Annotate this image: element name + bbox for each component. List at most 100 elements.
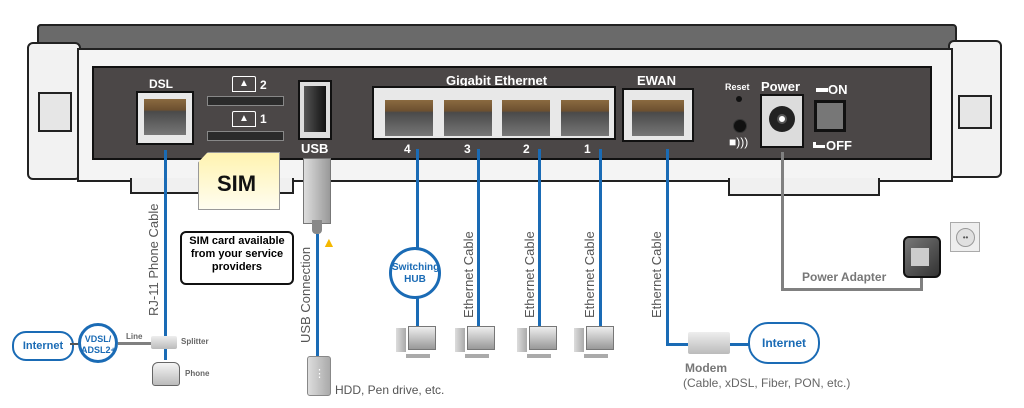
dsl-cable-label: RJ-11 Phone Cable xyxy=(146,203,161,317)
wps-button[interactable] xyxy=(733,119,747,133)
dsl-jack xyxy=(144,99,186,135)
sim-callout-line-1: SIM card available xyxy=(189,235,285,247)
usb-port-inner xyxy=(304,86,326,132)
sim-card xyxy=(198,152,280,210)
power-adapter-label: Power Adapter xyxy=(802,270,887,284)
wall-outlet-socket: •• xyxy=(956,228,975,247)
ewan-jack xyxy=(632,100,684,136)
on-label: ON xyxy=(828,82,848,97)
lan-1-cable-label: Ethernet Cable xyxy=(582,231,597,318)
sim-card-label: SIM xyxy=(217,171,257,196)
lan-2-cable-label: Ethernet Cable xyxy=(522,231,537,318)
sim-slot-1-label: 1 xyxy=(260,112,267,126)
computer-monitor xyxy=(408,326,436,350)
ewan-label: EWAN xyxy=(637,73,676,88)
sim-callout-line-3: providers xyxy=(211,261,263,273)
modem-types-label: (Cable, xDSL, Fiber, PON, etc.) xyxy=(683,376,851,390)
ewan-cable-vertical xyxy=(666,149,669,346)
sim-slot-2-opening xyxy=(207,96,284,106)
wan-internet-cloud: Internet xyxy=(748,322,820,364)
usb-port[interactable] xyxy=(298,80,332,140)
dsl-internet-label: Internet xyxy=(22,340,64,352)
phone-label: Phone xyxy=(185,369,210,378)
computer-icon xyxy=(396,326,436,360)
lan-4-cable xyxy=(416,149,419,331)
lan-port-4-label: 4 xyxy=(404,142,411,156)
power-jack-socket xyxy=(769,106,795,132)
usb-label: USB xyxy=(301,141,329,156)
dsl-port[interactable] xyxy=(136,91,194,145)
off-icon xyxy=(813,142,825,148)
usb-plug-boot xyxy=(312,220,322,234)
lan-port-1[interactable] xyxy=(561,100,609,136)
switching-hub: Switching HUB xyxy=(389,247,441,299)
router-top xyxy=(37,24,957,52)
reset-button[interactable] xyxy=(736,96,742,102)
lan-3-cable-label: Ethernet Cable xyxy=(461,231,476,318)
splitter xyxy=(151,336,177,349)
power-switch[interactable] xyxy=(814,100,846,132)
computer-monitor xyxy=(529,326,557,350)
sim-eject-icon: ▲ xyxy=(232,111,256,127)
power-adapter-face xyxy=(911,248,929,266)
wall-outlet: •• xyxy=(950,222,980,252)
lan-port-1-label: 1 xyxy=(584,142,591,156)
power-cable-horizontal xyxy=(781,288,923,291)
computer-keyboard xyxy=(584,354,608,358)
phone-icon xyxy=(152,362,180,386)
router-left-wing-step xyxy=(38,92,72,132)
dsl-internet-cloud: Internet xyxy=(12,331,74,361)
lan-port-3[interactable] xyxy=(444,100,492,136)
router-right-wing-step xyxy=(958,95,992,129)
lan-3-cable xyxy=(477,149,480,331)
line-label: Line xyxy=(126,332,143,341)
lan-port-3-label: 3 xyxy=(464,142,471,156)
power-jack-pin xyxy=(777,114,787,124)
computer-keyboard xyxy=(465,354,489,358)
computer-tower xyxy=(517,328,527,352)
hub-label-2: HUB xyxy=(404,274,426,285)
modem-label: Modem xyxy=(685,361,727,375)
ewan-port[interactable] xyxy=(622,88,694,142)
vdsl-label-2: ADSL2+ xyxy=(81,345,116,355)
computer-keyboard xyxy=(527,354,551,358)
gigabit-ethernet-label: Gigabit Ethernet xyxy=(446,73,548,88)
router-foot xyxy=(728,178,880,196)
usb-device-label: HDD, Pen drive, etc. xyxy=(335,383,445,397)
lan-2-cable xyxy=(538,149,541,331)
sim-callout: SIM card available from your service pro… xyxy=(180,231,294,285)
computer-icon xyxy=(517,326,557,360)
sim-slot-2-label: 2 xyxy=(260,78,267,92)
modem xyxy=(688,332,730,354)
lan-port-2[interactable] xyxy=(502,100,550,136)
usb-cable-label: USB Connection xyxy=(298,246,313,343)
computer-monitor xyxy=(586,326,614,350)
usb-cable xyxy=(316,234,319,358)
off-label: OFF xyxy=(826,138,852,153)
power-label: Power xyxy=(761,79,801,94)
power-cable-up xyxy=(920,270,923,291)
power-adapter xyxy=(903,236,941,278)
reset-label: Reset xyxy=(725,82,750,92)
usb-storage-device: ⋮ xyxy=(307,356,331,396)
on-icon xyxy=(816,88,828,92)
vdsl-label-1: VDSL/ xyxy=(84,334,112,344)
dsl-label: DSL xyxy=(149,77,173,91)
lock-wireless-icon: ■))) xyxy=(729,135,749,149)
power-jack[interactable] xyxy=(760,94,804,148)
lan-port-4[interactable] xyxy=(385,100,433,136)
modem-internet-link xyxy=(730,343,750,346)
usb-symbol-icon: ⋮ xyxy=(314,368,325,380)
power-cable-vertical xyxy=(781,152,784,290)
computer-tower xyxy=(574,328,584,352)
computer-icon xyxy=(574,326,614,360)
sim-slot-1-opening xyxy=(207,131,284,141)
insert-arrow-icon: ▲ xyxy=(322,234,336,250)
sim-callout-line-2: from your service xyxy=(190,248,284,260)
vdsl-circle: VDSL/ ADSL2+ xyxy=(78,323,118,363)
wan-internet-label: Internet xyxy=(761,336,806,350)
dsl-cable xyxy=(164,150,167,360)
lan-1-cable xyxy=(599,149,602,331)
internet-vdsl-link xyxy=(70,343,80,345)
lan-port-2-label: 2 xyxy=(523,142,530,156)
